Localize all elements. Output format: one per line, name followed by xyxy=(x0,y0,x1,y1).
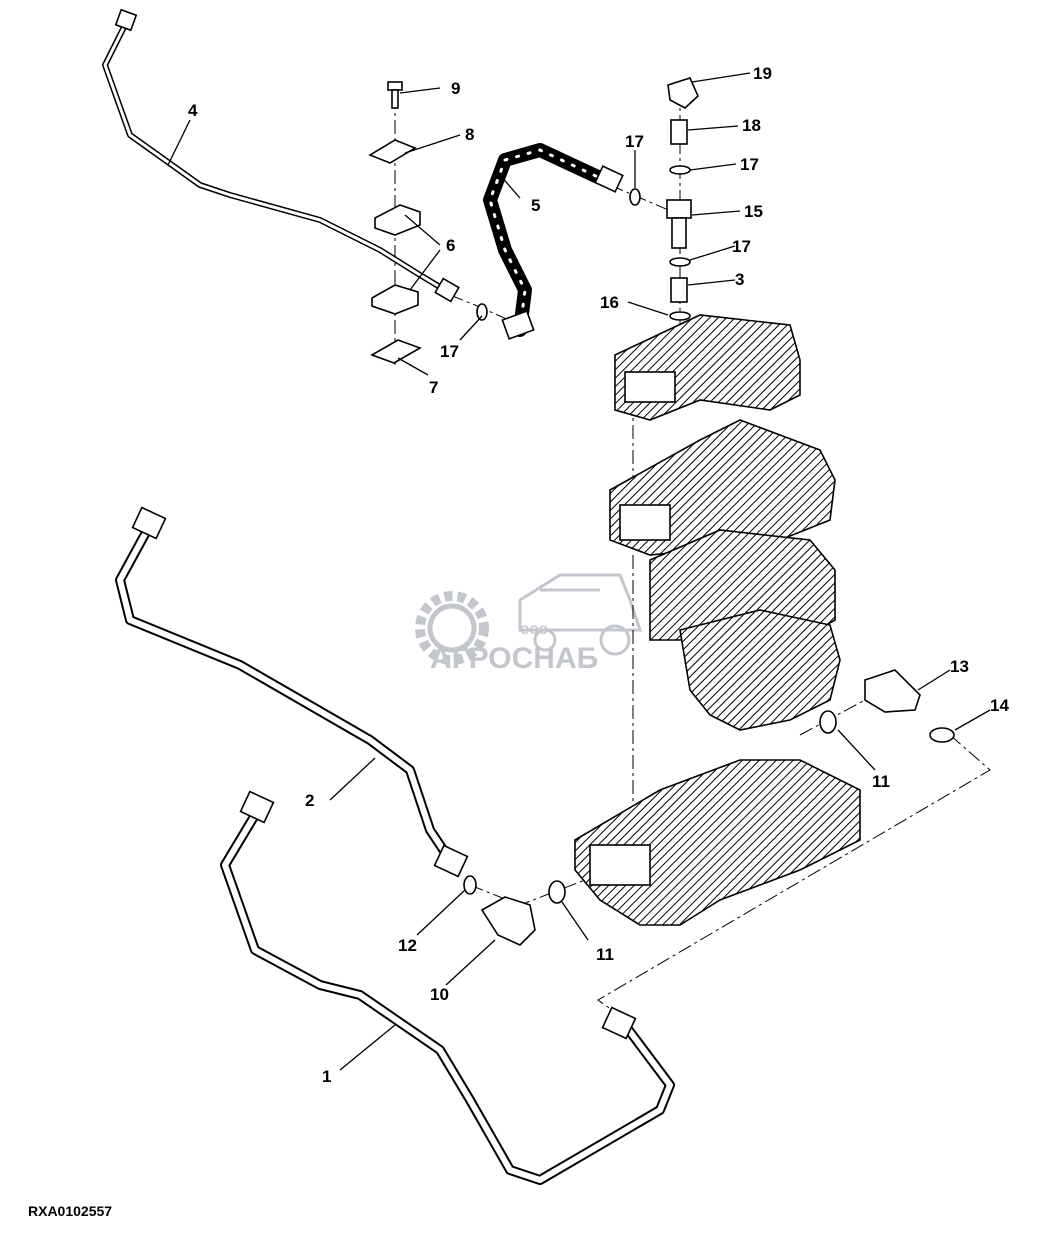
oring-14 xyxy=(929,727,955,743)
callout-12: 12 xyxy=(398,936,417,955)
callout-19: 19 xyxy=(753,64,772,83)
washer-17-left xyxy=(476,303,488,321)
oring-12 xyxy=(463,875,477,895)
callout-8: 8 xyxy=(465,125,474,144)
plate-7 xyxy=(370,339,422,364)
tube-4 xyxy=(102,8,460,303)
callout-14: 14 xyxy=(990,696,1009,715)
callout-11-lower: 11 xyxy=(596,945,614,964)
callout-17-mid: 17 xyxy=(732,237,751,256)
callout-7: 7 xyxy=(429,378,438,397)
fitting-19 xyxy=(667,77,699,109)
harvester-logo-icon xyxy=(518,573,643,656)
callout-17-hose: 17 xyxy=(625,132,644,151)
tube-2 xyxy=(115,506,469,878)
callout-17-left: 17 xyxy=(440,342,459,361)
gear-logo-icon xyxy=(415,591,489,665)
bolt-9 xyxy=(387,81,403,109)
clamp-6 xyxy=(371,204,421,315)
callout-10: 10 xyxy=(430,985,449,1004)
seal-16 xyxy=(669,311,691,321)
callout-18: 18 xyxy=(742,116,761,135)
tee-15 xyxy=(666,199,692,249)
elbow-10 xyxy=(480,896,536,946)
callout-5: 5 xyxy=(531,196,540,215)
callout-1: 1 xyxy=(322,1067,331,1086)
tube-1 xyxy=(220,790,675,1185)
callout-13: 13 xyxy=(950,657,969,676)
leader-lines xyxy=(167,72,991,1071)
oring-11-upper xyxy=(819,710,837,734)
callout-11-upper: 11 xyxy=(872,772,890,791)
oring-11-lower xyxy=(548,880,566,904)
callout-6: 6 xyxy=(446,236,455,255)
watermark-company: АГРОСНАБ xyxy=(430,642,598,675)
drawing-id: RXA0102557 xyxy=(28,1203,112,1219)
callouts: 9 8 6 7 4 5 17 17 19 18 17 15 17 3 16 13… xyxy=(188,64,1009,1086)
callout-16: 16 xyxy=(600,293,619,312)
elbow-13 xyxy=(864,669,921,713)
watermark: ООО АГРОСНАБ xyxy=(415,573,643,675)
washer-17-hose xyxy=(629,188,641,206)
valve-stack xyxy=(574,314,861,926)
callout-9: 9 xyxy=(451,79,460,98)
callout-3: 3 xyxy=(735,270,744,289)
fitting-18 xyxy=(670,119,688,145)
washer-17-top xyxy=(669,165,691,175)
callout-17-top: 17 xyxy=(740,155,759,174)
callout-4: 4 xyxy=(188,101,198,120)
callout-2: 2 xyxy=(305,791,314,810)
plate-8 xyxy=(368,139,417,164)
hose-5 xyxy=(483,143,624,340)
watermark-prefix: ООО xyxy=(520,623,548,637)
callout-15: 15 xyxy=(744,202,763,221)
washer-17-mid xyxy=(669,257,691,267)
fitting-3 xyxy=(670,277,688,303)
